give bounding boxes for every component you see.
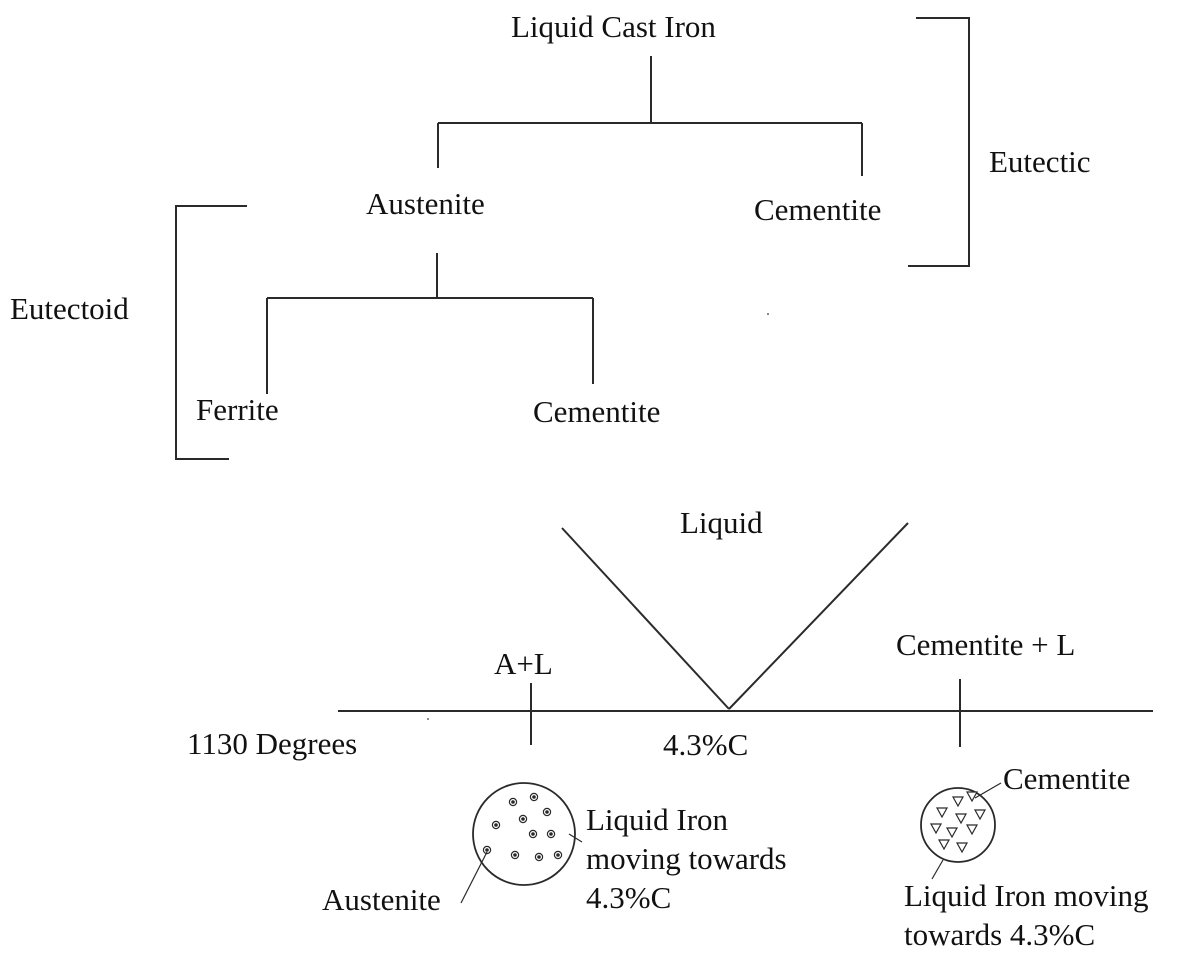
cementite-microstructure	[921, 783, 1001, 879]
eutectic-bracket	[908, 18, 969, 266]
liquid-iron-right-line2: towards 4.3%C	[904, 915, 1149, 954]
liquid-iron-right-label: Liquid Iron moving towards 4.3%C	[904, 876, 1149, 954]
root-label: Liquid Cast Iron	[511, 9, 716, 45]
cementite-particle-label: Cementite	[1003, 761, 1130, 797]
cementite-l-region-label: Cementite + L	[896, 627, 1075, 663]
austenite-microstructure	[461, 783, 582, 903]
liquidus-left-line	[562, 528, 729, 709]
ferrite-label: Ferrite	[196, 392, 279, 428]
temperature-label: 1130 Degrees	[187, 726, 357, 762]
liquid-iron-left-label: Liquid Iron moving towards 4.3%C	[586, 800, 787, 917]
composition-label: 4.3%C	[663, 727, 748, 763]
stray-dot	[427, 718, 429, 720]
liquid-iron-right-line1: Liquid Iron moving	[904, 876, 1149, 915]
cementite-bottom-label: Cementite	[533, 394, 660, 430]
liquid-region-label: Liquid	[680, 505, 763, 541]
al-region-label: A+L	[494, 646, 553, 682]
eutectoid-label: Eutectoid	[10, 291, 129, 327]
eutectic-label: Eutectic	[989, 144, 1091, 180]
liquid-iron-left-line3: 4.3%C	[586, 878, 787, 917]
cementite-particles	[931, 792, 985, 852]
liquid-iron-left-line2: moving towards	[586, 839, 787, 878]
stray-dot	[767, 313, 769, 315]
liquidus-right-line	[729, 523, 908, 709]
austenite-particle-label: Austenite	[322, 882, 441, 918]
liquid-iron-left-line1: Liquid Iron	[586, 800, 787, 839]
austenite-particles	[483, 793, 561, 860]
cementite-pointer	[975, 783, 1001, 798]
left-micro-circle	[473, 783, 575, 885]
austenite-label: Austenite	[366, 186, 485, 222]
austenite-pointer	[461, 852, 487, 903]
cementite-label: Cementite	[754, 192, 881, 228]
